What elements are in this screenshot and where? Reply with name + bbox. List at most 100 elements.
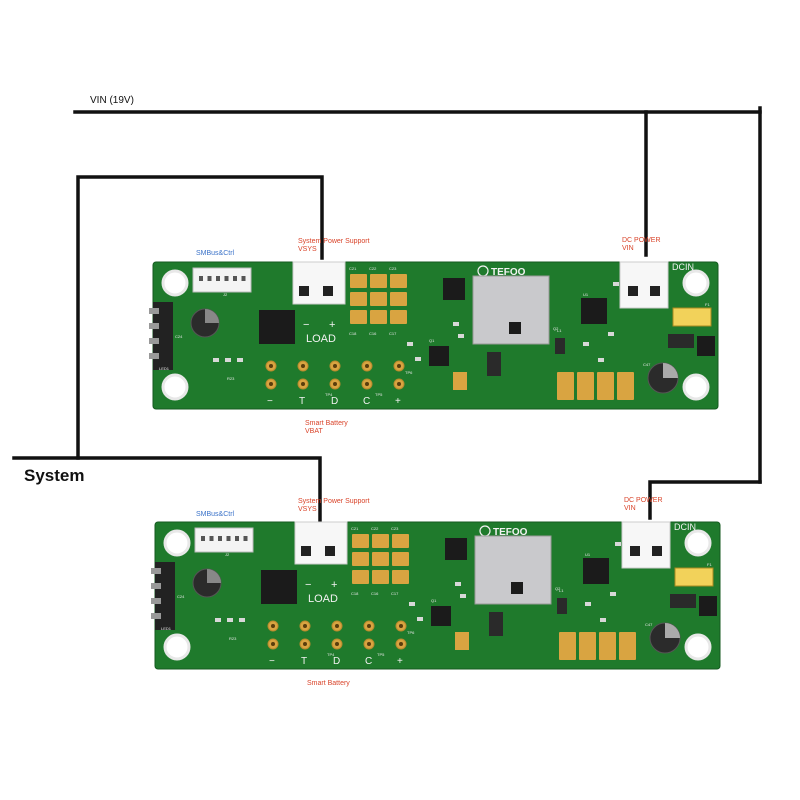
component-ref-silkscreen: C22 (369, 266, 377, 271)
component-ref-silkscreen: C22 (371, 526, 379, 531)
connector-pin (233, 276, 237, 281)
battery-pin-label: C (363, 396, 370, 407)
smd-resistor (610, 592, 616, 596)
component-ref-silkscreen: J2 (225, 552, 230, 557)
capacitor-marking (207, 569, 221, 583)
component-ref-silkscreen: C21 (349, 266, 357, 271)
component-ref-silkscreen: LED1 (159, 366, 170, 371)
smd-resistor (407, 342, 413, 346)
component-ref-silkscreen: TP4 (327, 652, 335, 657)
connector-pin (241, 276, 246, 281)
smd-capacitor-pad (352, 534, 369, 548)
component-small (697, 336, 715, 356)
component-ref-silkscreen: Q2 (555, 586, 561, 591)
dcin-pin (630, 546, 640, 556)
header-pin (149, 323, 159, 329)
battery-pad-hole (367, 642, 371, 646)
controller-ic (583, 558, 609, 584)
connector-pin (224, 276, 229, 281)
smd-capacitor-pad (390, 274, 407, 288)
battery-pin-label: T (301, 656, 307, 667)
battery-pad-hole (301, 382, 305, 386)
smd-resistor (585, 602, 591, 606)
component-ref-silkscreen: LED1 (161, 626, 172, 631)
smd-resistor (583, 342, 589, 346)
component-small (511, 582, 523, 594)
battery-pad-hole (365, 382, 369, 386)
smd-capacitor-pad (370, 274, 387, 288)
vin-label: VIN (19V) (90, 95, 134, 106)
connector-pin (243, 536, 248, 541)
board2-vsys-label: System Power Support VSYS (298, 498, 370, 513)
smd-capacitor-pad (453, 372, 467, 390)
component-ref-silkscreen: Q1 (431, 598, 437, 603)
load-pin (325, 546, 335, 556)
connector-pin (218, 536, 222, 541)
battery-pad-hole (271, 642, 275, 646)
component-ref-silkscreen: C17 (391, 591, 399, 596)
smd-resistor (239, 618, 245, 622)
load-pin (323, 286, 333, 296)
smd-resistor (409, 602, 415, 606)
smd-resistor (455, 582, 461, 586)
battery-pad-hole (397, 382, 401, 386)
smd-capacitor-pad (392, 534, 409, 548)
mosfet-small (429, 346, 449, 366)
component-ref-silkscreen: C16 (369, 331, 377, 336)
connector-pin (207, 276, 212, 281)
smd-resistor (600, 618, 606, 622)
smd-capacitor-pad (370, 292, 387, 306)
component-ref-silkscreen: Q2 (553, 326, 559, 331)
component-ref-silkscreen: C21 (351, 526, 359, 531)
load-connector (294, 521, 348, 565)
component-ref-silkscreen: J2 (223, 292, 228, 297)
component-ref-silkscreen: TP4 (325, 392, 333, 397)
load-plus-silkscreen: + (331, 579, 337, 591)
mosfet-small (431, 606, 451, 626)
ic-chip (443, 278, 465, 300)
capacitor-marking (663, 363, 678, 378)
smd-resistor (415, 357, 421, 361)
battery-pad-hole (399, 624, 403, 628)
smd-capacitor-pad (372, 534, 389, 548)
load-minus-silkscreen: − (305, 579, 311, 591)
board2-smbus-label: SMBus&Ctrl (196, 511, 235, 518)
component-small (509, 322, 521, 334)
mosfet-chip (261, 570, 297, 604)
battery-pad-hole (397, 364, 401, 368)
component-ref-silkscreen: L1 (559, 588, 564, 593)
smd-capacitor-pad (352, 552, 369, 566)
connector-pin (216, 276, 220, 281)
component-ref-silkscreen: TP6 (405, 370, 413, 375)
battery-pin-label: C (365, 656, 372, 667)
connector-pin (235, 536, 239, 541)
component-ref-silkscreen: L1 (557, 328, 562, 333)
smd-capacitor-pad (392, 552, 409, 566)
component-ref-silkscreen: C23 (389, 266, 397, 271)
fuse (672, 307, 712, 327)
brand-silkscreen: TEFOO (491, 267, 526, 278)
battery-pin-label: + (397, 656, 403, 667)
load-pin (301, 546, 311, 556)
component-ref-silkscreen: TP5 (377, 652, 385, 657)
battery-pad-hole (269, 364, 273, 368)
battery-pad-hole (303, 624, 307, 628)
dcin-pin (628, 286, 638, 296)
component-ref-silkscreen: F1 (705, 302, 710, 307)
capacitor-marking (665, 623, 680, 638)
board2-dcpower-label: DC POWER VIN (624, 497, 663, 512)
smd-resistor (215, 618, 221, 622)
smd-resistor (453, 322, 459, 326)
mounting-hole-icon (682, 269, 710, 297)
component-small (699, 596, 717, 616)
header-pin (149, 353, 159, 359)
header-pin (151, 598, 161, 604)
smd-capacitor-pad (390, 310, 407, 324)
smd-resistor (458, 334, 464, 338)
component-ref-silkscreen: C17 (389, 331, 397, 336)
component-ref-silkscreen: R23 (229, 636, 237, 641)
diode-right (670, 594, 696, 608)
